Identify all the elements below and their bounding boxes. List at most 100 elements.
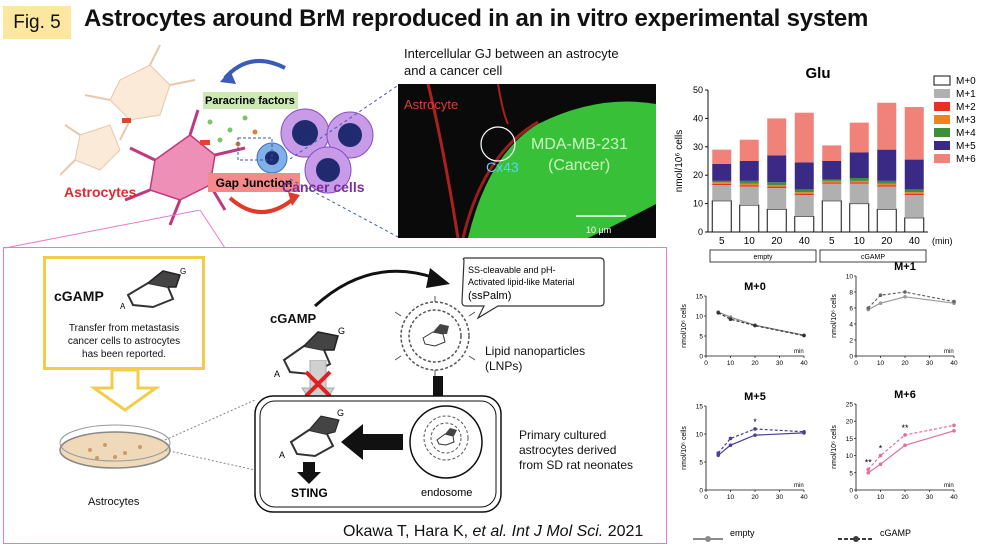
bar-group-box [819,249,927,263]
cancer-micro-label-2: (Cancer) [548,157,610,174]
bar-segment-M+2 [767,186,787,188]
primary-line-3: from SD rat neonates [519,458,634,472]
background-astrocyte-shapes [60,44,196,176]
bar-segment-M+0 [766,208,787,233]
line-x-tick-label: 40 [800,360,808,367]
yellow-down-arrow [90,370,160,412]
line-point-empty [866,471,871,475]
line-x-tick-label: 20 [751,360,759,367]
ring-a-mid: A [274,369,280,378]
bar-segment-M+5 [712,163,732,181]
ring-a-cell: A [279,450,285,460]
primary-line-2: astrocytes derived [519,443,617,457]
bar-segment-M+6 [712,149,732,164]
bar-segment-M+6 [767,118,787,156]
bar-segment-M+4 [712,180,732,183]
line-x-axis-label: min [944,483,954,489]
gap-junction-label: Gap Junction [216,176,293,190]
bar-segment-M+0 [876,208,897,233]
bar-segment-M+2 [794,193,814,196]
bar-segment-M+6 [877,102,897,150]
line-x-tick-label: 30 [926,494,934,501]
legend-text-empty: empty [730,528,755,538]
bar-segment-M+2 [739,185,759,187]
legend-marker-empty [705,536,711,542]
bar-x-tick-label: 20 [881,236,893,247]
line-point-empty [952,429,956,433]
bar-x-tick-label: 10 [744,236,756,247]
line-x-tick-label: 30 [776,494,784,501]
line-y-tick-label: 6 [849,306,853,313]
zoom-lines [290,84,401,239]
line-x-tick-label: 10 [877,494,885,501]
bar-segment-M+0 [739,204,760,233]
line-point-cGAMP [866,306,871,310]
bar-x-tick-label: 20 [771,236,783,247]
bar-x-tick-label: 10 [854,236,866,247]
line-point-cGAMP [878,453,883,458]
ring-a: A [120,302,126,309]
bar-y-tick-label: 40 [693,113,703,123]
bar-segment-M+0 [821,200,842,233]
line-x-tick-label: 20 [901,494,909,501]
dish-connector [164,399,256,471]
bar-x-tick-label: 5 [829,236,835,247]
line-y-tick-label: 5 [699,334,703,341]
bar-segment-M+0 [711,200,732,233]
bar-segment-M+4 [877,180,897,184]
bar-y-axis-label: nmol/10⁶ cells [674,130,685,192]
line-point-cGAMP [952,299,956,304]
bar-x-tick-label: 40 [909,236,921,247]
line-y-tick-label: 8 [849,290,853,297]
bar-segment-M+6 [794,112,814,163]
line-point-cGAMP [878,293,883,297]
bar-segment-M+5 [739,161,759,181]
bar-segment-M+3 [849,180,869,183]
citation-year: 2021 [603,523,644,540]
primary-line-1: Primary cultured [519,428,607,442]
line-y-tick-label: 0 [699,488,703,495]
legend-text-cgamp: cGAMP [880,528,911,538]
line-chart-title-M+6: M+6 [894,389,916,401]
bar-segment-M+3 [794,192,814,194]
line-point-empty [878,301,883,305]
line-x-tick-label: 30 [776,360,784,367]
sspalm-line-3: (ssPalm) [468,290,511,302]
bar-segment-M+5 [822,161,842,180]
bar-y-tick-label: 20 [693,170,703,180]
transfer-line-3: has been reported. [82,349,166,360]
astrocyte-well: A G STING endosome [254,395,502,513]
gap-junction-marker [200,140,210,145]
bar-segment-M+2 [849,182,869,184]
legend-swatch-M+5 [934,141,950,150]
line-point-cGAMP [903,433,907,437]
line-x-tick-label: 10 [877,360,885,367]
line-point-cGAMP [903,290,907,294]
line-chart-title-M+0: M+0 [744,281,766,293]
line-y-tick-label: 15 [696,404,704,411]
line-x-tick-label: 10 [727,494,735,501]
line-x-tick-label: 40 [800,494,808,501]
delivery-arrow [313,268,450,308]
line-x-tick-label: 20 [751,494,759,501]
bar-segment-M+5 [767,155,787,183]
legend-label-M+4: M+4 [956,128,976,139]
lnp-icon [395,296,475,376]
line-y-tick-label: 10 [696,432,704,439]
endosome-label: endosome [421,487,472,499]
line-chart-title-M+5: M+5 [744,391,766,403]
cgamp-info-box: cGAMP A G Transfer from metastasis cance… [43,256,205,370]
ring-g: G [180,267,186,276]
bar-x-tick-label: 40 [799,236,811,247]
dish-label: Astrocytes [88,496,140,508]
bar-segment-M+4 [794,189,814,193]
line-y-tick-label: 5 [849,470,853,477]
legend-swatch-M+2 [934,102,950,111]
lnp-label-1: Lipid nanoparticles [485,344,586,358]
bar-segment-M+3 [822,180,842,183]
line-y-tick-label: 20 [846,419,854,426]
scale-bar-label: 10 μm [586,225,611,235]
cancer-cells-label: Cancer cells [282,179,365,195]
line-x-axis-label: min [794,483,804,489]
